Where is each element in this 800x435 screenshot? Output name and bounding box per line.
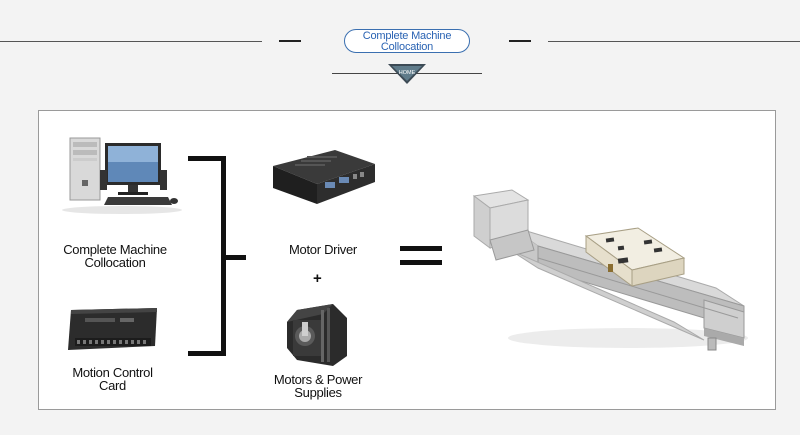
computer-label-line1: Complete Machine: [63, 242, 167, 257]
motor-label: Motors & Power Supplies: [258, 373, 378, 399]
driver-label: Motor Driver: [289, 242, 357, 257]
desktop-computer-icon: [62, 137, 182, 214]
stepper-motor-icon: [287, 304, 347, 366]
motor-label-line2: Supplies: [294, 385, 342, 400]
bracket-spine: [221, 156, 226, 356]
bracket-top-arm: [188, 156, 226, 161]
home-badge: HOME: [388, 64, 426, 84]
section-title-pill: Complete Machine Collocation: [344, 29, 470, 53]
motor-driver-icon: [273, 150, 375, 204]
card-label-line2: Card: [99, 378, 126, 393]
linear-actuator-icon: [472, 189, 748, 351]
plus-sign: +: [313, 270, 322, 287]
section-title-line2: Collocation: [380, 41, 434, 53]
motion-control-card-icon: [68, 308, 157, 350]
section-title-line1: Complete Machine: [362, 30, 452, 42]
motor-label-line1: Motors & Power: [273, 372, 363, 387]
card-label-line1: Motion Control: [72, 365, 153, 380]
bracket-nub: [226, 255, 246, 260]
equals-bar-bottom: [400, 260, 442, 265]
header-dash-left: [279, 40, 301, 42]
equals-bar-top: [400, 246, 442, 251]
header-dash-right: [509, 40, 531, 42]
computer-label-line2: Collocation: [84, 255, 146, 270]
home-badge-text: HOME: [399, 70, 416, 76]
card-label: Motion Control Card: [55, 366, 170, 392]
bracket-bottom-arm: [188, 351, 226, 356]
header-rule-left: [0, 41, 262, 42]
computer-label: Complete Machine Collocation: [50, 243, 180, 269]
header-rule-right: [548, 41, 800, 42]
